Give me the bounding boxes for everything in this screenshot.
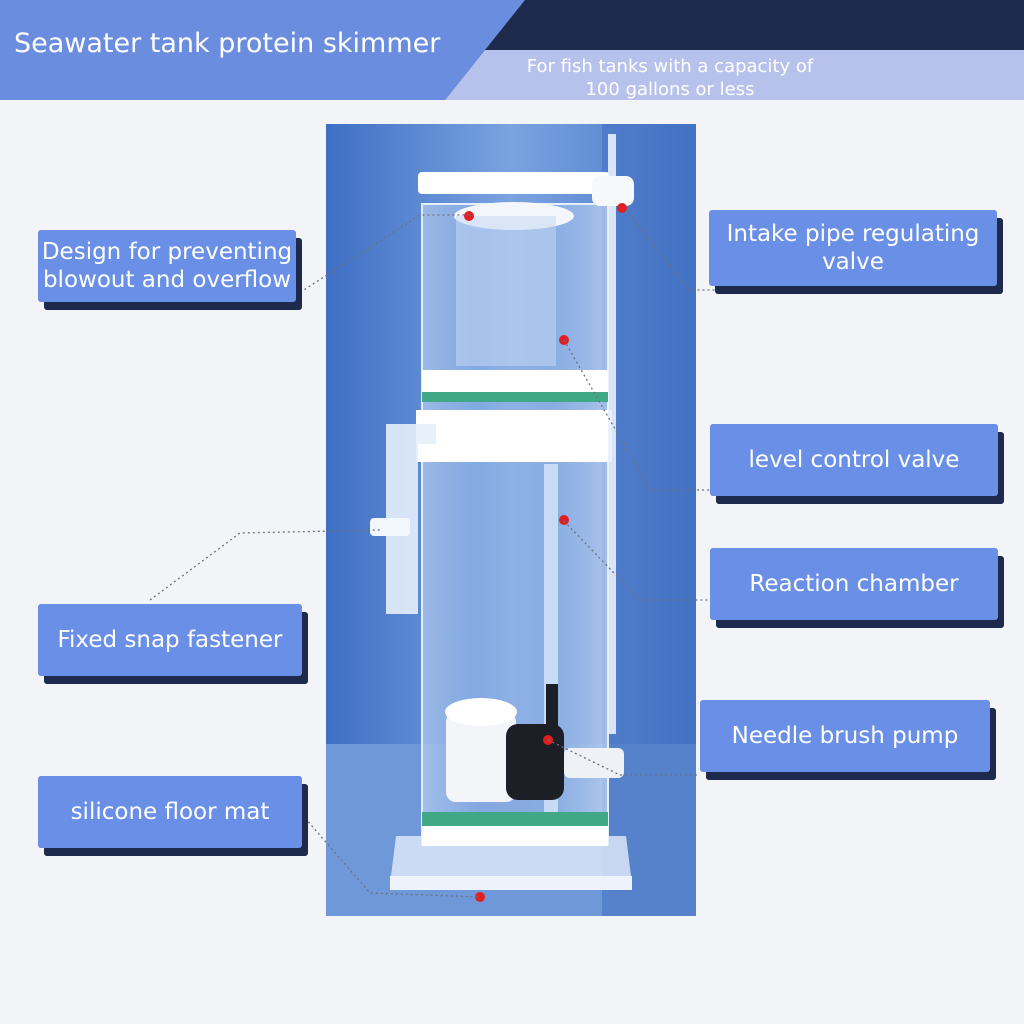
callout-intake-valve: Intake pipe regulating valve bbox=[709, 210, 997, 286]
callout-reaction-text: Reaction chamber bbox=[749, 571, 959, 597]
callout-reaction-chamber: Reaction chamber bbox=[710, 548, 998, 620]
page-subtitle: For fish tanks with a capacity of 100 ga… bbox=[526, 56, 814, 100]
callout-pump-text: Needle brush pump bbox=[731, 723, 959, 749]
header-banner-light bbox=[445, 50, 1024, 100]
callout-snap-text: Fixed snap fastener bbox=[57, 627, 283, 653]
product-photo bbox=[326, 124, 696, 916]
page-title: Seawater tank protein skimmer bbox=[14, 28, 441, 59]
header-banner-blue bbox=[0, 0, 525, 100]
callout-intake-text: Intake pipe regulating valve bbox=[726, 221, 980, 275]
callout-needle-pump: Needle brush pump bbox=[700, 700, 990, 772]
callout-level-valve: level control valve bbox=[710, 424, 998, 496]
callout-mat-text: silicone floor mat bbox=[70, 799, 270, 825]
callout-blowout-design: Design for preventing blowout and overfl… bbox=[38, 230, 296, 302]
callout-blowout-text: Design for preventing blowout and overfl… bbox=[41, 239, 293, 293]
callout-floor-mat: silicone floor mat bbox=[38, 776, 302, 848]
callout-snap-fastener: Fixed snap fastener bbox=[38, 604, 302, 676]
callout-level-text: level control valve bbox=[748, 447, 960, 473]
